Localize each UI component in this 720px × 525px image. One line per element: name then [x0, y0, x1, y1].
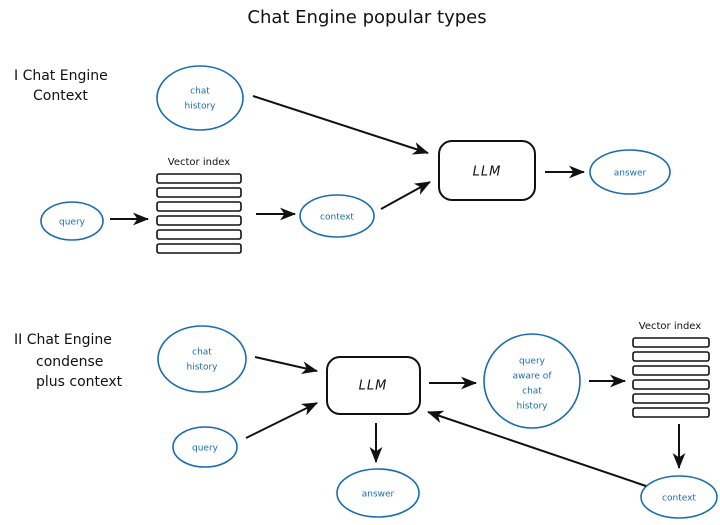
page-title: Chat Engine popular types — [247, 7, 486, 28]
section-1-group: I Chat Engine Context chat history Vecto… — [14, 65, 671, 254]
arrow-query-to-llm-2 — [245, 402, 318, 439]
section-1-label-line-1: I Chat Engine — [14, 68, 108, 84]
node-query-aware-label-line-4: history — [517, 402, 549, 412]
node-query-2[interactable]: query — [172, 426, 238, 468]
node-query-2-label: query — [192, 444, 219, 454]
node-chat-history-1-label-line-2: history — [185, 102, 217, 112]
node-query-aware-label-line-3: chat — [522, 387, 542, 397]
node-query-aware-label-line-1: query — [519, 357, 546, 367]
node-query-1-label: query — [59, 218, 86, 228]
node-context-1-label: context — [320, 213, 354, 223]
arrow-context-to-llm-2 — [427, 410, 647, 487]
vector-index-caption-2: Vector index — [639, 321, 701, 332]
node-chat-history-1-label-line-1: chat — [190, 87, 210, 97]
node-chat-history-2-label-line-2: history — [187, 363, 219, 373]
node-chat-history-1[interactable]: chat history — [156, 65, 244, 131]
node-answer-2[interactable]: answer — [336, 468, 420, 518]
arrow-chat-history-to-llm-1 — [252, 95, 429, 155]
section-2-group: II Chat Engine condense plus context cha… — [14, 321, 718, 519]
node-chat-history-2-label-line-1: chat — [192, 348, 212, 358]
section-2-label-line-3: plus context — [36, 374, 123, 390]
vector-index-stack-2 — [632, 337, 710, 418]
node-chat-history-2[interactable]: chat history — [157, 325, 247, 393]
section-1-label-line-2: Context — [33, 88, 88, 104]
arrow-chat-history-to-llm-2 — [254, 356, 318, 374]
section-2-label-line-2: condense — [36, 354, 103, 370]
node-llm-1[interactable]: LLM — [438, 140, 536, 201]
node-context-2[interactable]: context — [640, 475, 718, 519]
node-context-1[interactable]: context — [299, 194, 375, 238]
node-answer-2-label: answer — [362, 490, 395, 500]
node-answer-1[interactable]: answer — [589, 149, 671, 195]
section-2-label-line-1: II Chat Engine — [14, 332, 112, 348]
node-query-1[interactable]: query — [40, 201, 104, 241]
vector-index-stack-1 — [156, 173, 242, 254]
node-llm-2-label: LLM — [359, 379, 388, 394]
node-query-aware-label-line-2: aware of — [513, 372, 553, 382]
node-query-aware-of-chat-history[interactable]: query aware of chat history — [483, 333, 581, 429]
node-llm-2[interactable]: LLM — [326, 356, 421, 415]
node-context-2-label: context — [662, 494, 696, 504]
arrow-context-to-llm-1 — [380, 181, 431, 210]
node-answer-1-label: answer — [614, 169, 647, 179]
node-llm-1-label: LLM — [473, 165, 502, 180]
vector-index-caption-1: Vector index — [168, 157, 230, 168]
